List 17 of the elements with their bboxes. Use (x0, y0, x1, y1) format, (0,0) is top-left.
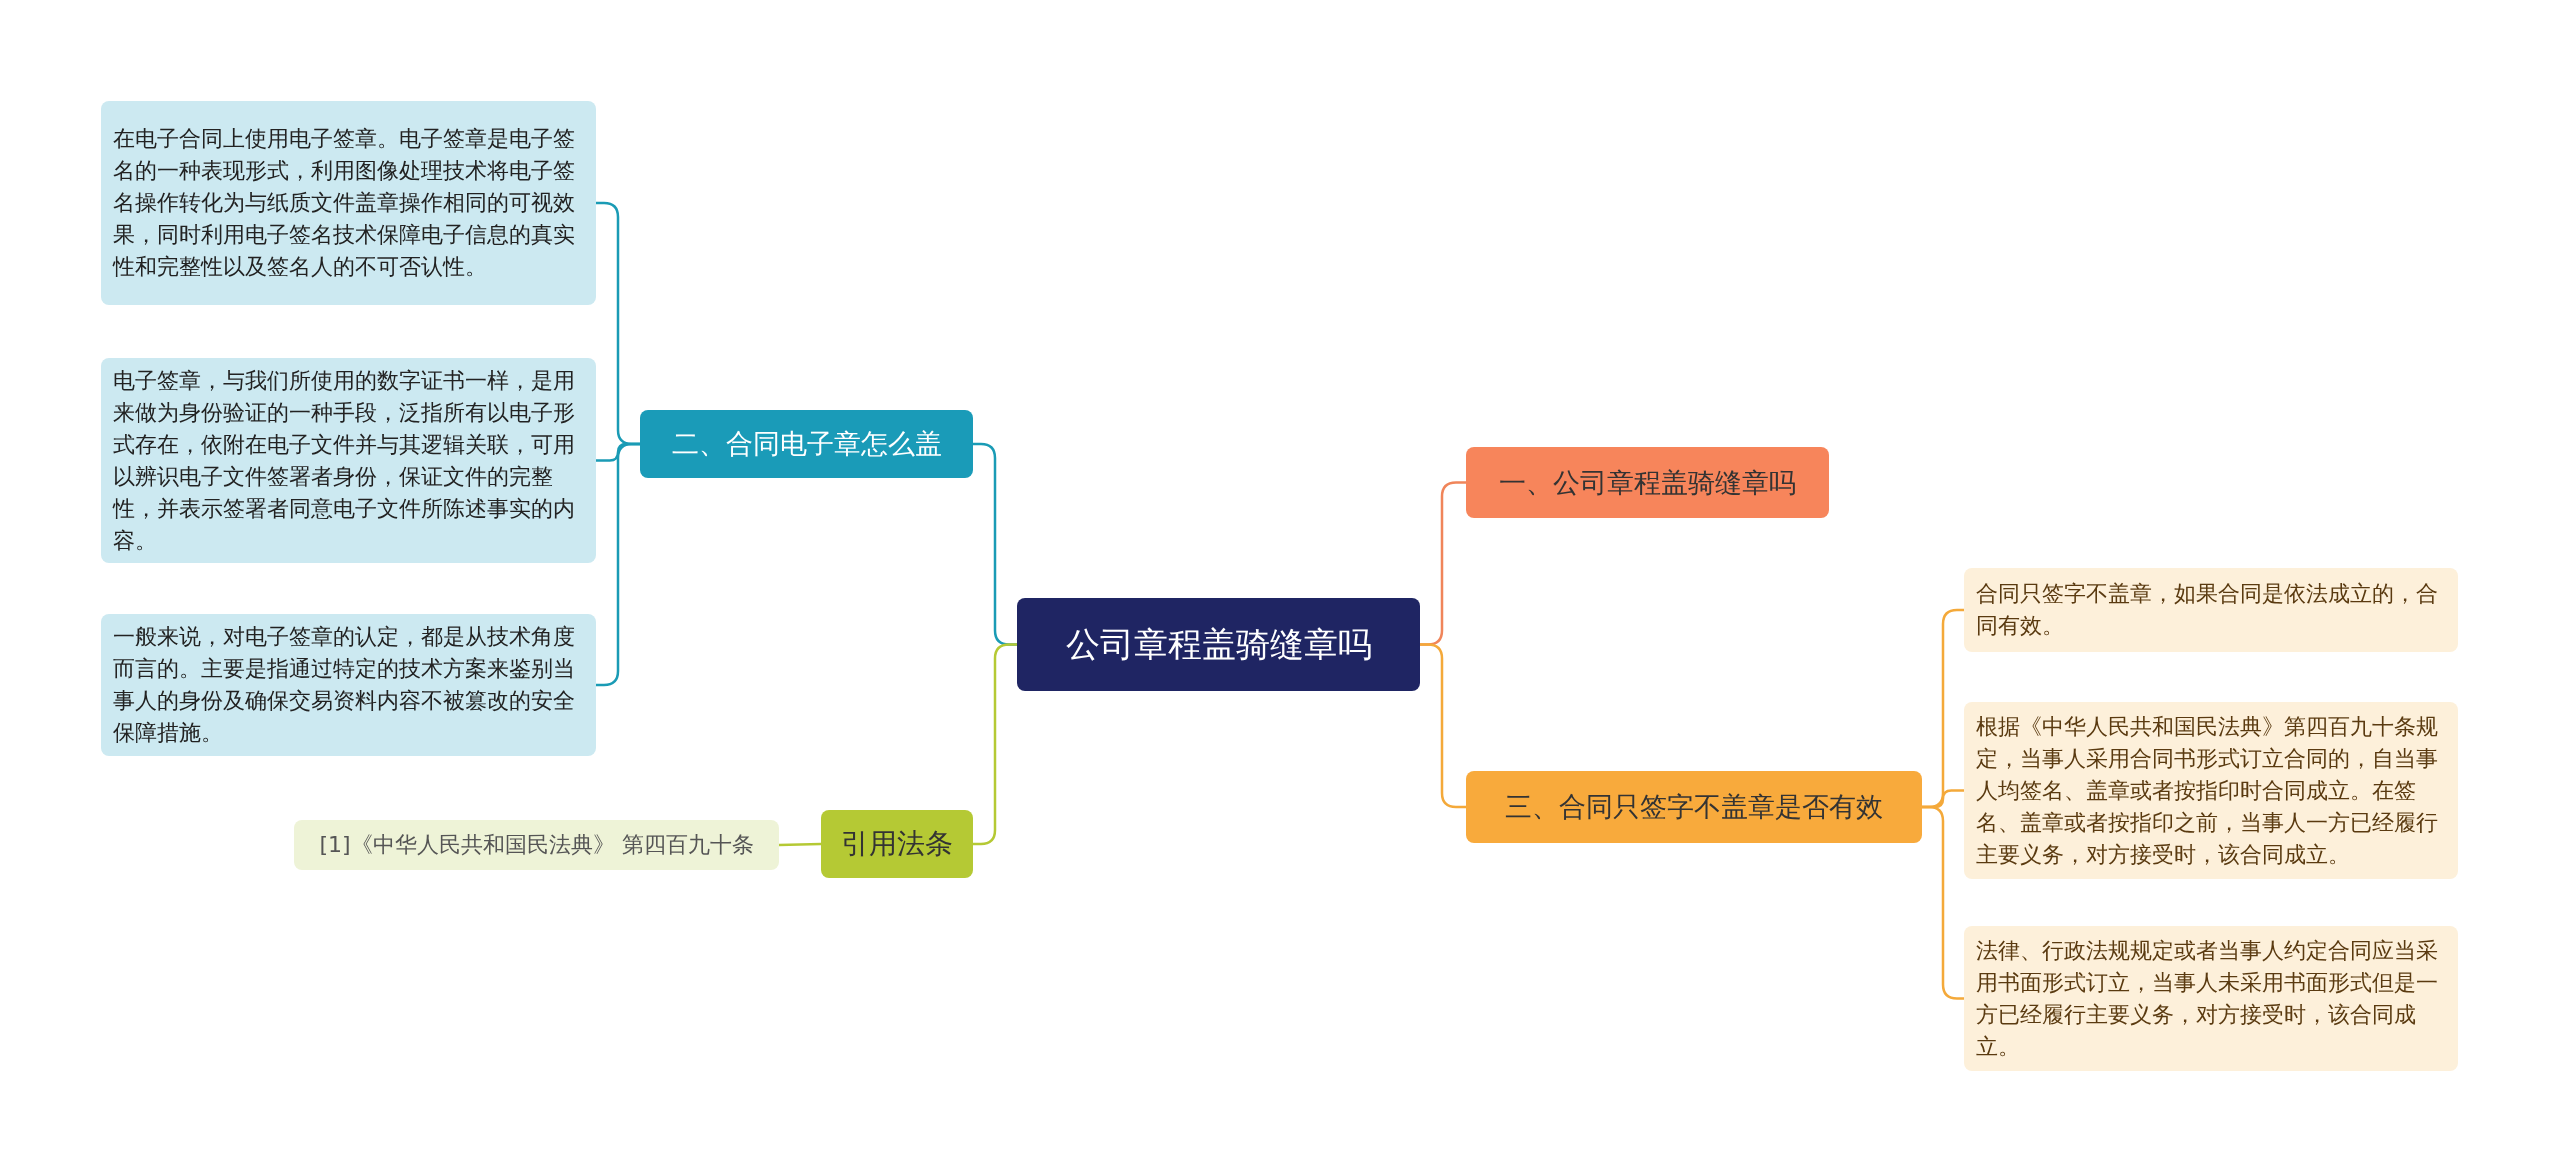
note-box: 合同只签字不盖章，如果合同是依法成立的，合同有效。 (1964, 568, 2458, 652)
note-box: 根据《中华人民共和国民法典》第四百九十条规定，当事人采用合同书形式订立合同的，自当事人均签名、盖章或者按指印时合同成立。在签名、盖章或者按指印之前，当事人一方已经履行主要义务，对方接受时，该合同成立。 (1964, 702, 2458, 879)
note-box: 电子签章，与我们所使用的数字证书一样，是用来做为身份验证的一种手段，泛指所有以电子形式存在，依附在电子文件并与其逻辑关联，可用以辨识电子文件签署者身份，保证文件的完整性，并表示签署者同意电子文件所陈述事实的内容。 (101, 358, 596, 563)
note-box: 一般来说，对电子签章的认定，都是从技术角度而言的。主要是指通过特定的技术方案来鉴别当事人的身份及确保交易资料内容不被篡改的安全保障措施。 (101, 614, 596, 756)
note-box: 在电子合同上使用电子签章。电子签章是电子签名的一种表现形式，利用图像处理技术将电子签名操作转化为与纸质文件盖章操作相同的可视效果，同时利用电子签名技术保障电子信息的真实性和完整性以及签名人的不可否认性。 (101, 101, 596, 305)
topic-box: 一、公司章程盖骑缝章吗 (1466, 447, 1829, 518)
note-box: 法律、行政法规规定或者当事人约定合同应当采用书面形式订立，当事人未采用书面形式但是一方已经履行主要义务，对方接受时，该合同成立。 (1964, 926, 2458, 1071)
connector-line (778, 842, 822, 847)
root-topic-box: 公司章程盖骑缝章吗 (1017, 598, 1420, 691)
topic-box: 二、合同电子章怎么盖 (640, 410, 973, 478)
connector-line (973, 643, 1017, 846)
topic-box: 三、合同只签字不盖章是否有效 (1466, 771, 1922, 843)
reference-box: [1]《中华人民共和国民法典》 第四百九十条 (294, 820, 779, 870)
connector-line (1420, 643, 1466, 809)
topic-box: 引用法条 (821, 810, 973, 878)
connector-line (1922, 805, 1964, 1000)
connector-line (596, 442, 640, 687)
